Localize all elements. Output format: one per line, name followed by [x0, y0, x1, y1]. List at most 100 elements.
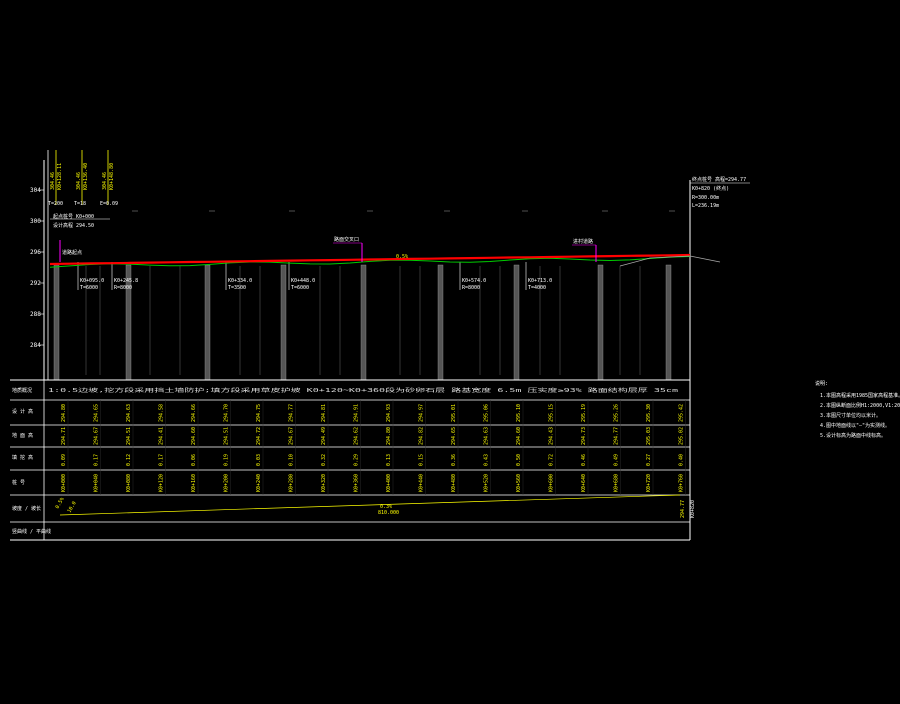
table-cell: K0+200 — [224, 474, 230, 492]
table-cell: 0.40 — [679, 454, 685, 466]
table-cell: 294.72 — [256, 427, 262, 445]
curve-label-a: K0+095.0 — [80, 278, 104, 284]
table-cell: 0.19 — [224, 454, 230, 466]
y-axis-label: 284 — [30, 342, 41, 349]
table-cell: K0+640 — [581, 474, 587, 492]
table-cell: K0+360 — [354, 474, 360, 492]
table-cell: 294.75 — [256, 404, 262, 422]
notes-block: 说明: 1.本图高程采用1985国家高程基准。 2.本图纵断面比例H1:2000,… — [815, 380, 900, 439]
left-header-line2: 设计高程 294.50 — [53, 222, 94, 229]
right-header-line3: R=300.00m — [692, 195, 719, 201]
borehole-column — [53, 264, 60, 381]
tail-line — [619, 255, 721, 267]
borehole-columns — [53, 210, 675, 381]
note-item: 5.设计标高为路面中线标高。 — [820, 432, 886, 439]
note-item: 1.本图高程采用1985国家高程基准。 — [820, 392, 900, 399]
table-cell: 294.51 — [224, 427, 230, 445]
table-cell: K0+560 — [516, 474, 522, 492]
slope-left-2: 10.0 — [67, 501, 78, 514]
table-cell: 295.30 — [646, 404, 652, 422]
table-cell: K0+320 — [321, 474, 327, 492]
slope-right-2: K0+820 — [690, 500, 696, 518]
station-stack-short: E=0.09 — [100, 201, 118, 207]
table-cell: K0+400 — [386, 474, 392, 492]
borehole-column — [513, 264, 520, 381]
curve-label-b: R=8000 — [114, 285, 132, 291]
curve-label-a: K0+245.8 — [114, 278, 138, 284]
table-cell: 0.15 — [419, 454, 425, 466]
table-cell: 295.15 — [549, 404, 555, 422]
station-stack-short: T=18 — [74, 201, 86, 207]
table-cell: 0.13 — [386, 454, 392, 466]
borehole-column — [437, 264, 444, 381]
table-cell: 0.17 — [159, 454, 165, 466]
table-cell: 295.19 — [581, 404, 587, 422]
table-cell: 294.77 — [614, 427, 620, 445]
station-stack-sub: K0+148.80 — [109, 163, 115, 190]
curve-label-a: K0+574.0 — [462, 278, 486, 284]
table-cell: 0.46 — [581, 454, 587, 466]
table-cell: 295.06 — [484, 404, 490, 422]
table-cell: 294.71 — [61, 427, 67, 445]
table-cell: K0+480 — [451, 474, 457, 492]
table-cell: 295.03 — [646, 427, 652, 445]
table-cell: 0.06 — [191, 454, 197, 466]
table-cell: 0.36 — [451, 454, 457, 466]
y-axis-label: 296 — [30, 249, 41, 256]
callout-start: 道路起点 — [59, 240, 82, 262]
table-cell: 295.02 — [679, 427, 685, 445]
table-cell: 294.82 — [419, 427, 425, 445]
table-cell: 0.03 — [256, 454, 262, 466]
note-item: 2.本图纵断面比例H1:2000,V1:200。 — [820, 402, 900, 409]
table-cell: 0.32 — [321, 454, 327, 466]
table-cell: K0+160 — [191, 474, 197, 492]
curve-label-a: K0+713.0 — [528, 278, 552, 284]
slope-right-1: 294.77 — [680, 500, 686, 518]
table-cell: 294.77 — [289, 404, 295, 422]
curve-label-b: T=6000 — [291, 285, 309, 291]
table-cell: 294.91 — [354, 404, 360, 422]
table-cell: 294.80 — [61, 404, 67, 422]
table-cell: K0+600 — [549, 474, 555, 492]
curve-label-b: T=4000 — [528, 285, 546, 291]
borehole-column — [204, 264, 211, 381]
right-header-line2: K0+820 (终点) — [692, 185, 729, 192]
table-cell: 294.97 — [419, 404, 425, 422]
table-row-label: 坡度 / 坡长 — [12, 505, 41, 512]
table-cell: 294.65 — [94, 404, 100, 422]
left-header: 起点桩号 K0+000 设计高程 294.50 — [50, 213, 110, 229]
notes-title: 说明: — [815, 380, 828, 387]
right-header-line1: 终点桩号 高程=294.77 — [692, 176, 746, 183]
table-cell: 294.58 — [159, 404, 165, 422]
table-cell: K0+520 — [484, 474, 490, 492]
table-cell: 0.27 — [646, 454, 652, 466]
station-stack-main: 304.46 — [102, 172, 108, 190]
table-cell: 0.12 — [126, 454, 132, 466]
svg-text:进村道路: 进村道路 — [573, 238, 593, 245]
station-stack-main: 304.46 — [76, 172, 82, 190]
station-stack-sub: K0+136.40 — [83, 163, 89, 190]
table-cell: 294.60 — [516, 427, 522, 445]
borehole-column — [597, 264, 604, 381]
table-cell: 0.43 — [484, 454, 490, 466]
vertical-curve-labels: K0+095.0T=6000K0+245.8R=8000K0+334.0T=35… — [77, 262, 552, 291]
table-cell: 294.70 — [224, 404, 230, 422]
y-axis-label: 288 — [30, 311, 41, 318]
station-stack-main: 304.46 — [50, 172, 56, 190]
table-cell: 0.09 — [61, 454, 67, 466]
curve-label-b: T=3500 — [228, 285, 246, 291]
table-row-label: 设 计 高 — [12, 408, 33, 415]
table-cell: 294.49 — [321, 427, 327, 445]
borehole-column — [665, 264, 672, 381]
table-cell: 294.41 — [159, 427, 165, 445]
table-cell: K0+720 — [646, 474, 652, 492]
table-row-label: 竖曲线 / 平曲线 — [12, 528, 51, 535]
table-cell: 294.81 — [321, 404, 327, 422]
table-cell: 295.42 — [679, 404, 685, 422]
curve-label-b: T=6000 — [80, 285, 98, 291]
